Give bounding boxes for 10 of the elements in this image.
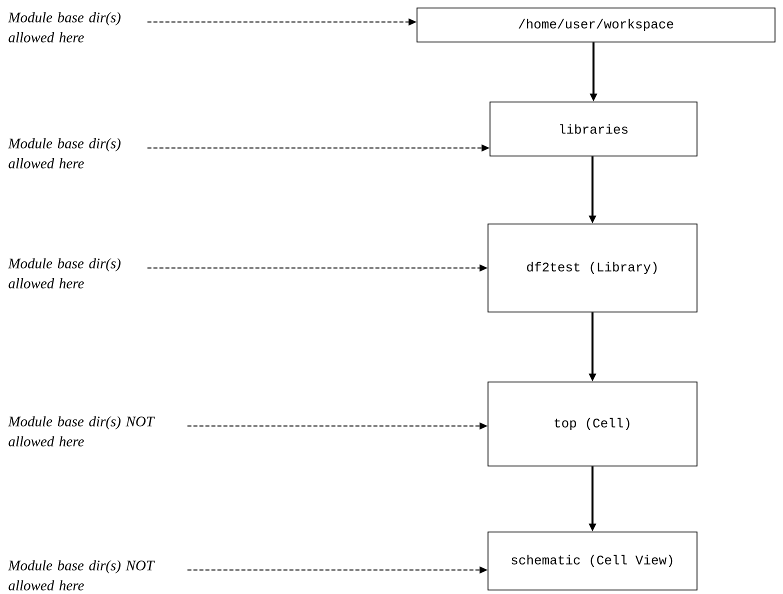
- directory-box: schematic (Cell View): [488, 532, 698, 590]
- directory-box: /home/user/workspace: [416, 8, 776, 42]
- directory-box: libraries: [490, 102, 698, 156]
- note-text: Module base dir(s) allowed here: [8, 258, 121, 288]
- note-text: Module base dir(s) allowed here: [8, 12, 121, 42]
- note-text: Module base dir(s) NOT allowed here: [8, 560, 155, 590]
- directory-box: top (Cell): [488, 382, 698, 466]
- note-text: Module base dir(s) allowed here: [8, 138, 121, 168]
- directory-box: df2test (Library): [488, 224, 698, 312]
- note-text: Module base dir(s) NOT allowed here: [8, 416, 155, 446]
